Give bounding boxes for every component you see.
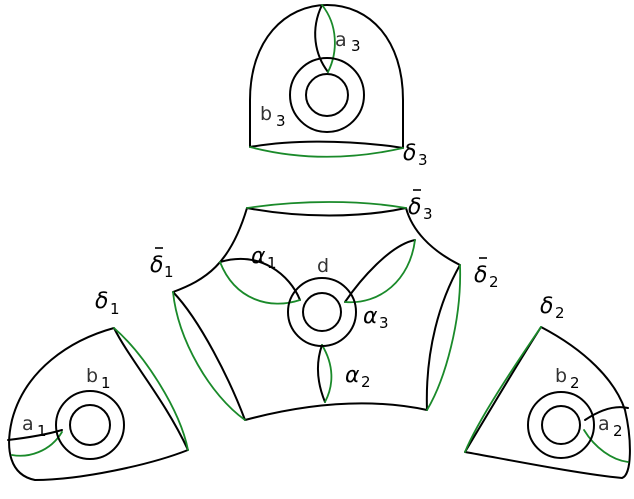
left-outer-hole: [55, 390, 125, 460]
left-b-label: b: [86, 365, 98, 387]
top-piece: a 3 b 3 δ 3: [249, 4, 428, 169]
right-delta-sub: 2: [555, 304, 565, 322]
left-boundary-green: [113, 327, 189, 451]
left-a-label: a: [22, 413, 34, 435]
right-delta-label: δ: [540, 294, 553, 319]
top-piece-delta-label: δ: [403, 141, 416, 166]
left-inner-hole: [69, 404, 111, 446]
alpha-1-sub: 1: [267, 254, 277, 272]
center-outer-hole: [287, 277, 357, 347]
alpha-3-label: α: [363, 304, 378, 329]
top-piece-delta-sub: 3: [418, 151, 428, 169]
alpha-3-green: [344, 239, 416, 304]
left-piece: δ 1 b 1 a 1: [7, 289, 189, 481]
center-boundary-green-right: [426, 264, 462, 411]
center-delta-bar-2-sub: 2: [489, 273, 499, 291]
right-a-curve-black: [584, 406, 629, 421]
right-b-label: b: [555, 365, 567, 387]
left-delta-label: δ: [95, 289, 108, 314]
right-a-sub: 2: [613, 422, 623, 440]
right-piece-outline: [464, 326, 631, 479]
top-piece-inner-hole: [305, 73, 349, 117]
center-delta-bar-3-label: δ: [408, 195, 421, 220]
center-delta-bar-1-sub: 1: [164, 263, 174, 281]
left-a-curve-black: [7, 429, 63, 441]
right-b-sub: 2: [570, 374, 580, 392]
center-inner-hole: [302, 292, 342, 332]
alpha-2-sub: 2: [361, 373, 371, 391]
top-piece-outline: [249, 4, 404, 149]
right-inner-hole: [541, 405, 581, 445]
left-delta-sub: 1: [110, 300, 120, 318]
center-delta-bar-3-sub: 3: [423, 205, 433, 223]
left-piece-outline: [8, 327, 189, 481]
center-piece-outline: [172, 207, 461, 421]
right-piece: δ 2 b 2 a 2: [464, 294, 631, 479]
top-piece-boundary-green: [249, 146, 404, 158]
center-delta-bar-2-label: δ: [474, 263, 487, 288]
top-piece-b-label: b: [260, 103, 272, 125]
top-piece-a-label: a: [335, 29, 347, 51]
top-piece-a-sub: 3: [351, 37, 361, 55]
d-label: d: [317, 255, 329, 277]
right-a-label: a: [598, 413, 610, 435]
center-boundary-green-left: [172, 291, 246, 421]
top-piece-outer-hole: [289, 57, 365, 133]
top-piece-a-curve-black: [314, 4, 329, 73]
top-piece-b-sub: 3: [276, 112, 286, 130]
right-a-curve-green: [583, 429, 629, 463]
alpha-1-black: [219, 257, 301, 301]
center-boundary-green-top: [246, 201, 407, 209]
alpha-3-black: [344, 239, 416, 303]
center-piece: δ 1 δ 3 δ 2 α 1 d α 3 α 2: [150, 189, 499, 421]
center-delta-bar-1-label: δ: [150, 253, 163, 278]
alpha-3-sub: 3: [379, 314, 389, 332]
alpha-2-label: α: [345, 363, 360, 388]
right-boundary-green: [464, 326, 542, 453]
left-a-sub: 1: [37, 422, 47, 440]
alpha-1-label: α: [251, 244, 266, 269]
alpha-2-black: [317, 344, 326, 403]
right-outer-hole: [527, 391, 595, 459]
left-b-sub: 1: [101, 374, 111, 392]
alpha-2-green: [321, 344, 333, 403]
top-piece-a-curve-green: [321, 4, 336, 73]
